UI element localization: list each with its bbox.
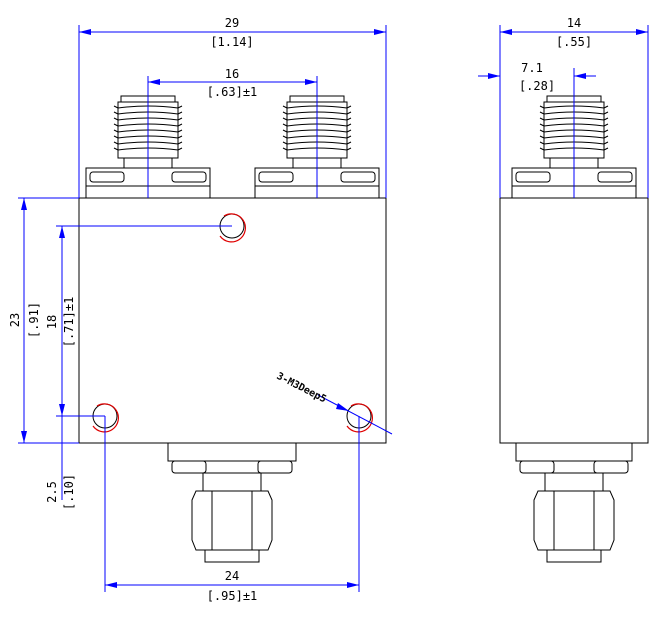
body-outline xyxy=(78,197,387,444)
dim-width-mm: 29 xyxy=(225,16,239,30)
front-view: 29 [1.14] 16 [.63]±1 23 [.91] xyxy=(8,16,393,603)
dim-hole-offset-2-5: 2.5 [.10] xyxy=(45,443,76,510)
dim-connector-spacing-mm: 16 xyxy=(225,67,239,81)
dim-hole-spacing-h-mm: 24 xyxy=(225,569,239,583)
dim-hole-spacing-h-in: [.95]±1 xyxy=(207,589,258,603)
side-connector-bottom xyxy=(515,442,633,563)
dim-hole-offset-in: [.10] xyxy=(62,474,76,510)
dim-hole-spacing-v-18: 18 [.71]±1 xyxy=(45,225,232,443)
dim-hole-spacing-h-24: 24 [.95]±1 xyxy=(104,416,360,603)
dim-height-in: [.91] xyxy=(27,302,41,338)
dim-side-connector-offset-7-1: 7.1 [.28] xyxy=(478,61,596,198)
dim-side-offset-in: [.28] xyxy=(519,79,555,93)
dim-side-width-14: 14 [.55] xyxy=(499,16,649,198)
dim-width-29: 29 [1.14] xyxy=(78,16,387,198)
dim-side-offset-mm: 7.1 xyxy=(521,61,543,75)
dim-hole-spacing-v-in: [.71]±1 xyxy=(62,297,76,348)
dim-height-mm: 23 xyxy=(8,313,22,327)
dim-connector-spacing-16: 16 [.63]±1 xyxy=(147,67,318,198)
dim-connector-spacing-in: [.63]±1 xyxy=(207,85,258,99)
dim-side-width-in: [.55] xyxy=(556,35,592,49)
dim-hole-offset-mm: 2.5 xyxy=(45,481,59,503)
side-view: 14 [.55] 7.1 [.28] xyxy=(478,16,649,563)
dim-height-23: 23 [.91] xyxy=(8,197,79,444)
dim-side-width-mm: 14 xyxy=(567,16,581,30)
dim-width-in: [1.14] xyxy=(210,35,253,49)
side-body-outline xyxy=(499,197,649,444)
connector-bottom xyxy=(167,442,297,563)
dim-hole-spacing-v-mm: 18 xyxy=(45,315,59,329)
